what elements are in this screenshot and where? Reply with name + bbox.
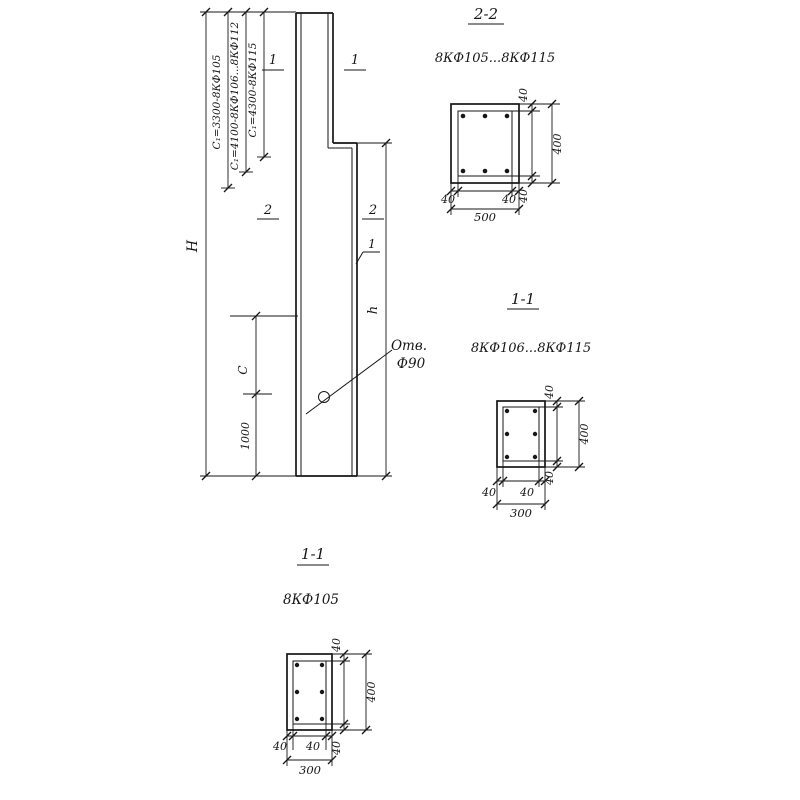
- drawing-linework: [200, 7, 585, 766]
- section-1-1-upper-subtitle: 8КФ106...8КФ115: [471, 341, 591, 356]
- section-1-1-upper-height: 400: [578, 424, 591, 446]
- section-2-2-subtitle: 8КФ105...8КФ115: [435, 51, 555, 66]
- section-1-1-upper-cover-bottom: 40: [543, 471, 556, 486]
- section-1-1-lower-width: 300: [299, 763, 321, 777]
- section-1-1-upper-stirrup: [502, 406, 540, 462]
- section-1-1-lower-height: 400: [365, 682, 378, 704]
- column-elevation-outline: [295, 12, 358, 477]
- dim-1000-label: 1000: [239, 422, 252, 450]
- section-1-1-lower-stirrup: [292, 660, 327, 725]
- hole-and-leader: [305, 349, 393, 415]
- stacked-dim-label-1: C₁=3300-8КФ105: [211, 54, 223, 149]
- drawing-labels: H C₁=3300-8КФ105 C₁=4100-8КФ106...8КФ112…: [185, 5, 591, 777]
- hole-circle: [318, 391, 330, 403]
- section-2-2-cover-top: 40: [517, 88, 530, 103]
- section-1-1-lower-ticks: [282, 649, 371, 765]
- section-1-1-upper-ticks: [492, 396, 584, 509]
- section-1-1-upper-title: 1-1: [511, 290, 535, 308]
- section-2-2-width: 500: [474, 210, 496, 224]
- stacked-dim-label-2: C₁=4100-8КФ106...8КФ112: [229, 21, 241, 170]
- overall-height-label: H: [185, 239, 201, 253]
- stacked-dim-label-3: C₁=4300-8КФ115: [247, 42, 259, 137]
- section-1-1-lower-linework: [286, 564, 372, 766]
- elevation-dimension-ticks: [201, 7, 391, 481]
- section-1-1-lower-outer: [286, 653, 333, 731]
- dim-c-label: C: [236, 365, 250, 374]
- cut-mark-2-left: 2: [263, 203, 272, 218]
- section-1-1-lower-cover-bottom: 40: [330, 741, 343, 756]
- section-2-2-title: 2-2: [473, 5, 498, 23]
- section-1-1-lower-cover-top: 40: [330, 638, 343, 653]
- section-2-2-outer: [450, 103, 520, 184]
- section-1-1-upper-cover-left: 40: [481, 486, 496, 499]
- section-1-1-lower-cover-right: 40: [305, 740, 320, 753]
- section-2-2-linework: [450, 23, 560, 215]
- hole-note-line2: Ф90: [397, 356, 426, 372]
- elevation-dimension-lines: [200, 11, 392, 477]
- section-cut-marks: [257, 69, 384, 265]
- hole-note-line1: Отв.: [391, 338, 427, 354]
- section-1-1-lower-cover-left: 40: [272, 740, 287, 753]
- section-2-2-height: 400: [551, 134, 564, 156]
- section-1-1-upper-linework: [496, 308, 585, 510]
- section-1-1-lower-title: 1-1: [301, 545, 325, 563]
- rebar-dots: [294, 113, 538, 722]
- section-1-1-lower-subtitle: 8КФ105: [283, 592, 339, 608]
- section-2-2-stirrup: [457, 110, 513, 177]
- dim-h-label: h: [366, 306, 381, 314]
- section-2-2-ticks: [446, 99, 557, 214]
- cut-mark-2-right: 2: [368, 203, 377, 218]
- section-1-1-upper-outer: [496, 400, 546, 468]
- section-2-2-cover-left: 40: [440, 193, 455, 206]
- cut-mark-1-right: 1: [351, 53, 359, 68]
- member-mark: 1: [368, 237, 376, 251]
- section-2-2-cover-bottom: 40: [517, 189, 530, 204]
- section-1-1-upper-width: 300: [510, 506, 532, 520]
- section-2-2-cover-right: 40: [501, 193, 516, 206]
- section-1-1-upper-cover-top: 40: [543, 385, 556, 400]
- section-1-1-upper-cover-right: 40: [519, 486, 534, 499]
- cut-mark-1-left: 1: [269, 53, 277, 68]
